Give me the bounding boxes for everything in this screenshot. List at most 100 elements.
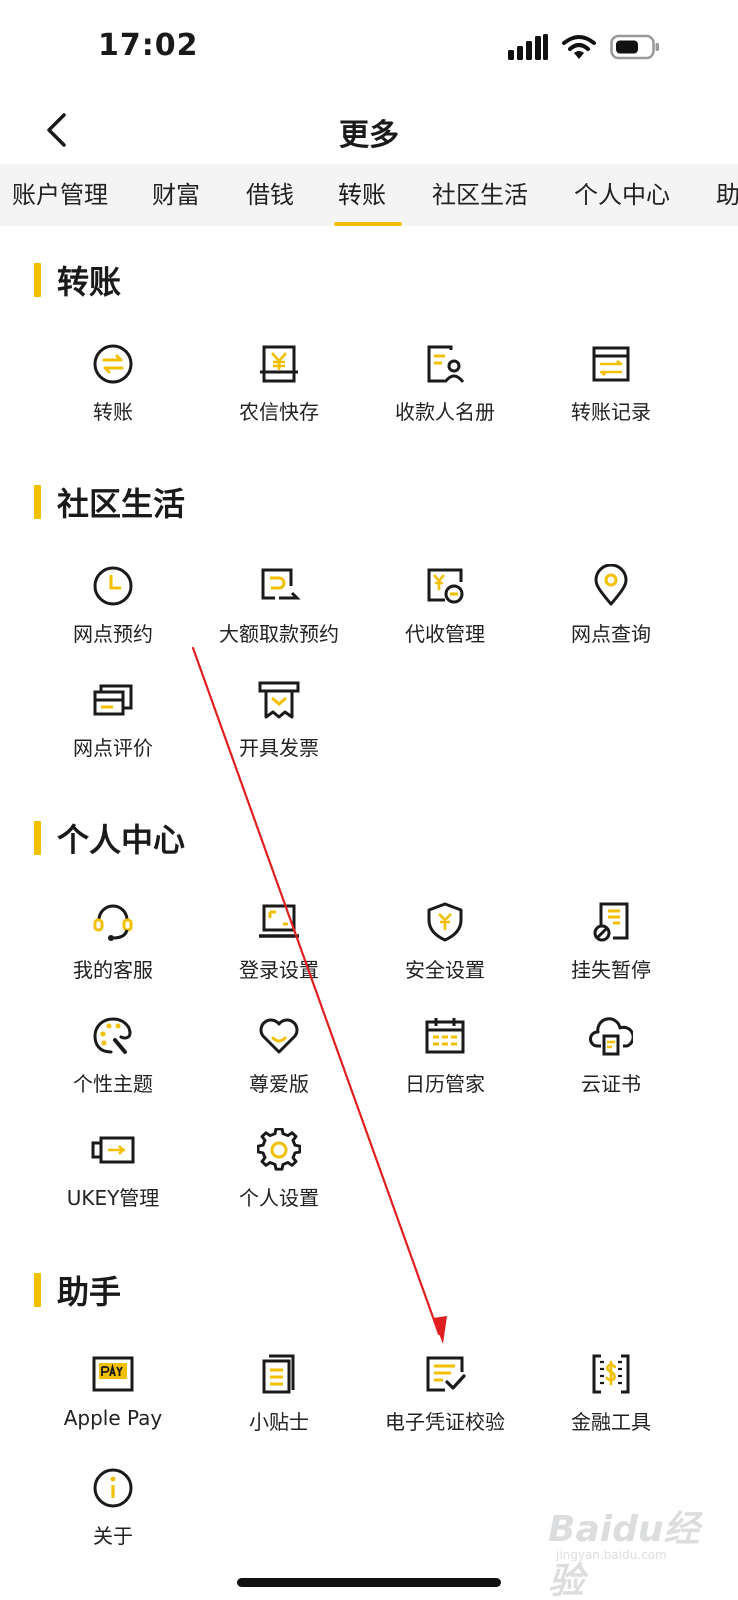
menu-item-report-loss[interactable]: 挂失暂停 <box>526 900 696 992</box>
menu-item-financial-tools[interactable]: 金融工具 <box>526 1352 696 1444</box>
status-bar: 17:02 <box>0 0 738 96</box>
payee-list-icon <box>427 345 465 383</box>
collection-icon <box>427 568 464 604</box>
section-title-transfer: 转账 <box>34 260 122 301</box>
menu-item-issue-invoice[interactable]: 开具发票 <box>194 678 364 770</box>
menu-item-care-edition[interactable]: 尊爱版 <box>194 1014 364 1106</box>
menu-item-security-settings[interactable]: 安全设置 <box>360 900 530 992</box>
menu-item-voucher-verification[interactable]: 电子凭证校验 <box>360 1352 530 1444</box>
section-accent-bar <box>34 485 41 519</box>
menu-item-label: 日历管家 <box>405 1072 485 1096</box>
page-title: 更多 <box>339 118 399 153</box>
section-title-text: 转账 <box>57 263 122 301</box>
laptop-icon <box>259 904 299 938</box>
menu-item-label: 电子凭证校验 <box>385 1410 505 1434</box>
active-tab-indicator <box>334 222 402 226</box>
menu-item-label: Apple Pay <box>63 1406 163 1430</box>
menu-item-label: 个性主题 <box>73 1072 153 1096</box>
menu-item-branch-search[interactable]: 网点查询 <box>526 564 696 656</box>
section-title-text: 社区生活 <box>57 485 186 523</box>
category-tabs: 账户管理 财富 借钱 转账 社区生活 个人中心 助 <box>0 164 738 226</box>
menu-item-label: 农信快存 <box>239 400 319 424</box>
menu-item-label: 关于 <box>93 1524 133 1548</box>
section-accent-bar <box>34 1273 41 1307</box>
section-accent-bar <box>34 821 41 855</box>
finance-tools-icon <box>592 1354 630 1394</box>
menu-item-transfer-record[interactable]: 转账记录 <box>526 342 696 434</box>
menu-item-label: 网点查询 <box>571 622 651 646</box>
menu-item-quick-deposit[interactable]: 农信快存 <box>194 342 364 434</box>
menu-item-label: 登录设置 <box>239 958 319 982</box>
location-icon <box>594 564 628 606</box>
menu-item-label: 网点评价 <box>73 736 153 760</box>
quick-deposit-icon <box>260 345 298 383</box>
tab-personal-center[interactable]: 个人中心 <box>574 181 670 209</box>
menu-item-label: 代收管理 <box>405 622 485 646</box>
menu-item-label: 我的客服 <box>73 958 153 982</box>
nav-bar: 更多 <box>0 96 738 164</box>
watermark-logo: Baidu经验 jingyan.baidu.com <box>548 1500 708 1600</box>
heart-icon <box>259 1018 299 1054</box>
section-title-personal-center: 个人中心 <box>34 818 185 859</box>
tips-icon <box>262 1354 295 1394</box>
review-icon <box>93 684 133 716</box>
menu-item-transfer[interactable]: 转账 <box>28 342 198 434</box>
tab-community-life[interactable]: 社区生活 <box>432 181 528 209</box>
menu-item-label: UKEY管理 <box>66 1186 160 1210</box>
menu-item-apple-pay[interactable]: Apple Pay <box>28 1352 198 1444</box>
menu-item-label: 个人设置 <box>239 1186 319 1210</box>
transfer-icon <box>93 344 133 384</box>
menu-item-label: 尊爱版 <box>249 1072 309 1096</box>
voucher-verify-icon <box>426 1356 466 1392</box>
report-loss-icon <box>593 902 629 942</box>
battery-icon <box>610 34 659 60</box>
watermark-brand: Baidu经验 <box>548 1509 700 1600</box>
menu-item-label: 网点预约 <box>73 622 153 646</box>
menu-item-ukey-management[interactable]: UKEY管理 <box>28 1128 198 1220</box>
menu-item-cloud-certificate[interactable]: 云证书 <box>526 1014 696 1106</box>
back-button[interactable] <box>34 108 78 152</box>
tab-borrow[interactable]: 借钱 <box>246 181 294 209</box>
menu-item-label: 大额取款预约 <box>219 622 339 646</box>
section-title-community-life: 社区生活 <box>34 482 186 523</box>
menu-item-branch-appointment[interactable]: 网点预约 <box>28 564 198 656</box>
menu-item-login-settings[interactable]: 登录设置 <box>194 900 364 992</box>
menu-item-label: 安全设置 <box>405 958 485 982</box>
headset-icon <box>93 904 133 941</box>
status-icons <box>508 34 660 60</box>
menu-item-label: 小贴士 <box>249 1410 309 1434</box>
menu-item-label: 挂失暂停 <box>571 958 651 982</box>
section-accent-bar <box>34 263 41 297</box>
cellular-signal-icon <box>508 34 548 60</box>
menu-item-label: 收款人名册 <box>395 400 495 424</box>
menu-item-about[interactable]: 关于 <box>28 1466 198 1558</box>
menu-item-collection-management[interactable]: 代收管理 <box>360 564 530 656</box>
menu-item-payee-list[interactable]: 收款人名册 <box>360 342 530 434</box>
tab-wealth[interactable]: 财富 <box>152 181 200 209</box>
menu-item-label: 开具发票 <box>239 736 319 760</box>
withdraw-icon <box>261 568 301 600</box>
ukey-icon <box>91 1136 135 1164</box>
menu-item-personal-theme[interactable]: 个性主题 <box>28 1014 198 1106</box>
menu-item-customer-service[interactable]: 我的客服 <box>28 900 198 992</box>
gear-icon <box>257 1128 301 1171</box>
tab-transfer[interactable]: 转账 <box>338 181 386 209</box>
menu-item-label: 云证书 <box>581 1072 641 1096</box>
home-indicator[interactable] <box>237 1578 501 1587</box>
watermark-site: jingyan.baidu.com <box>556 1548 667 1562</box>
calendar-icon <box>425 1018 465 1054</box>
menu-item-personal-settings[interactable]: 个人设置 <box>194 1128 364 1220</box>
transfer-record-icon <box>592 346 630 382</box>
menu-item-large-withdrawal[interactable]: 大额取款预约 <box>194 564 364 656</box>
invoice-icon <box>258 681 300 719</box>
tab-assistant[interactable]: 助 <box>716 181 738 209</box>
info-icon <box>93 1468 133 1508</box>
menu-item-label: 金融工具 <box>571 1410 651 1434</box>
palette-icon <box>93 1017 132 1054</box>
menu-item-calendar-manager[interactable]: 日历管家 <box>360 1014 530 1106</box>
tab-account-management[interactable]: 账户管理 <box>12 181 108 209</box>
cloud-certificate-icon <box>589 1017 633 1056</box>
menu-item-branch-review[interactable]: 网点评价 <box>28 678 198 770</box>
menu-item-tips[interactable]: 小贴士 <box>194 1352 364 1444</box>
clock-icon <box>93 566 133 606</box>
